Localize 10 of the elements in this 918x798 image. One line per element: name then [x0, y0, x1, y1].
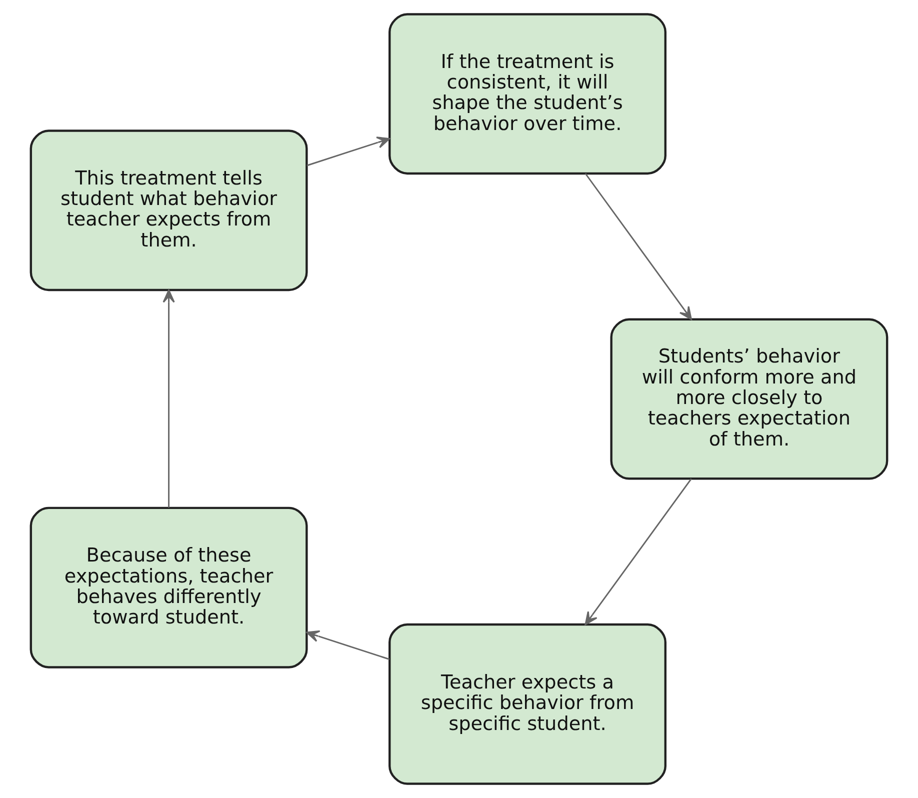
- arrow: [584, 478, 692, 626]
- node-box: If the treatment is consistent, it will shape the student’s behavior over time.: [388, 13, 666, 175]
- node-box: Because of these expectations, teacher behaves differently toward student.: [30, 506, 308, 668]
- node-box: Students’ behavior will conform more and more closely to teachers expectation of them.: [610, 318, 888, 480]
- node-box: Teacher expects a specific behavior from specific student.: [388, 623, 666, 785]
- arrow: [584, 173, 692, 320]
- arrow: [306, 136, 390, 166]
- arrow: [162, 290, 175, 508]
- node-box: This treatment tells student what behavior teacher expects from them.: [30, 130, 308, 292]
- arrow: [306, 630, 390, 660]
